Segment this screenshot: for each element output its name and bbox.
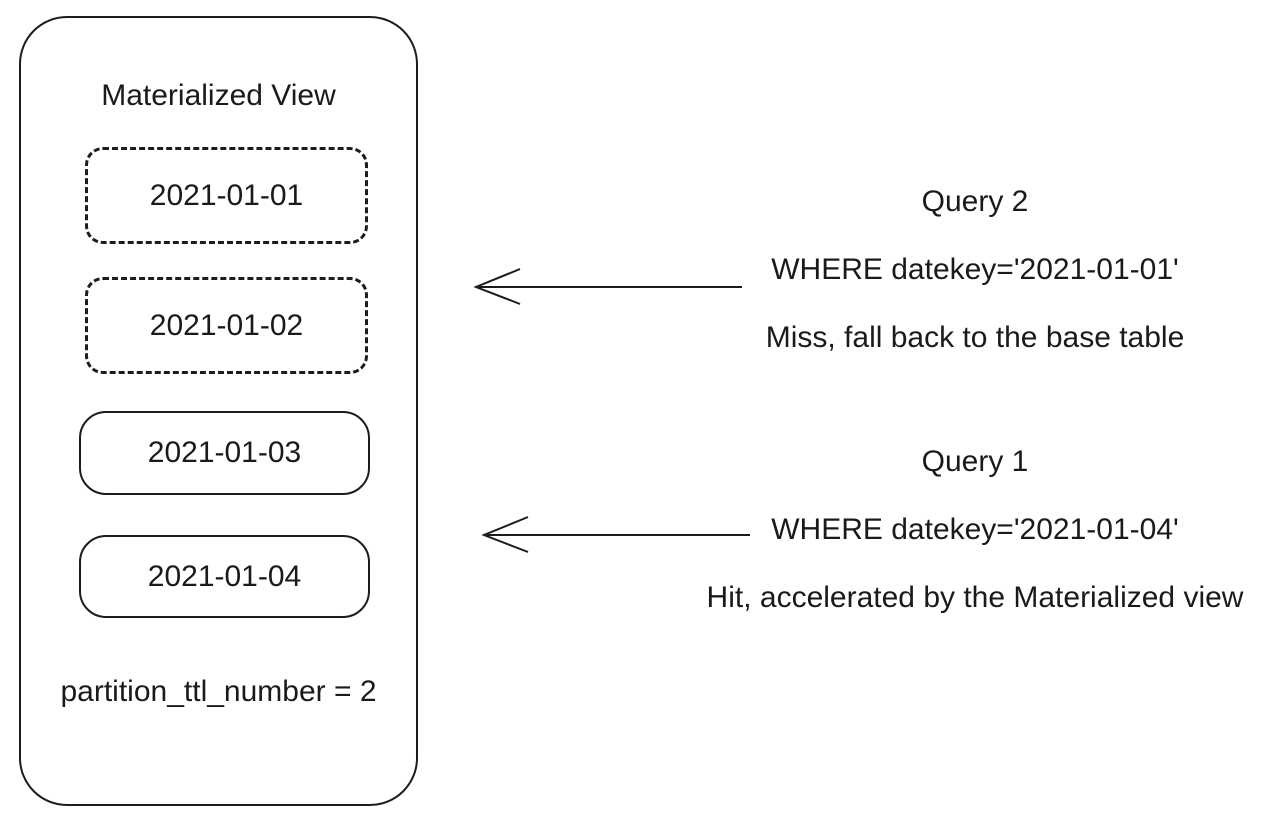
query1-title: Query 1	[921, 445, 1029, 478]
materialized-view-container: Materialized View 2021-01-01 2021-01-02 …	[19, 16, 418, 806]
partition-label-2: 2021-01-02	[149, 308, 304, 342]
materialized-view-title: Materialized View	[101, 79, 336, 112]
partition-ttl-note: partition_ttl_number = 2	[60, 675, 377, 708]
partition-box-2: 2021-01-02	[85, 277, 368, 374]
query2-left-arrow-icon	[473, 268, 742, 305]
query2-block: Query 2 WHERE datekey='2021-01-01' Miss,…	[740, 184, 1210, 356]
query1-block: Query 1 WHERE datekey='2021-01-04' Hit, …	[707, 444, 1244, 616]
partition-box-3: 2021-01-03	[79, 411, 370, 495]
query1-where-clause: WHERE datekey='2021-01-04'	[771, 513, 1179, 546]
query2-result: Miss, fall back to the base table	[765, 321, 1185, 354]
partition-label-3: 2021-01-03	[147, 436, 302, 469]
partition-label-4: 2021-01-04	[147, 559, 302, 593]
partition-box-4: 2021-01-04	[79, 535, 370, 618]
query2-where-clause: WHERE datekey='2021-01-01'	[771, 253, 1179, 286]
partition-label-1: 2021-01-01	[149, 178, 304, 212]
query1-left-arrow-icon	[481, 516, 750, 553]
query2-title: Query 2	[921, 185, 1029, 218]
query1-result: Hit, accelerated by the Materialized vie…	[706, 581, 1244, 614]
partition-box-1: 2021-01-01	[85, 147, 368, 244]
